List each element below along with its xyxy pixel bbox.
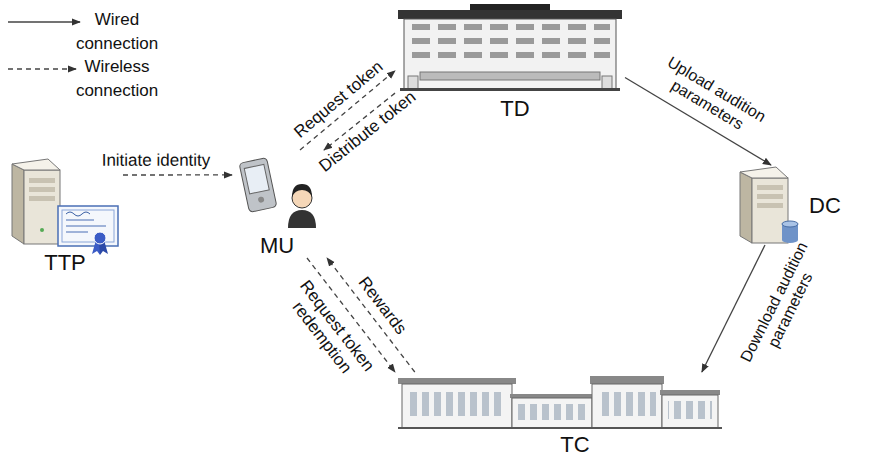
pda-body — [239, 158, 277, 213]
legend-text: Wireless connection — [62, 55, 172, 103]
certificate-lines — [66, 220, 106, 232]
person-hair — [292, 184, 312, 197]
wireless-sample — [8, 68, 76, 69]
roof-cap — [470, 4, 550, 10]
store-windows — [518, 404, 586, 420]
person-body — [288, 210, 316, 228]
server-side — [740, 172, 752, 243]
pda-screen — [244, 164, 269, 194]
node-label: TTP — [44, 250, 86, 275]
drive-bay — [29, 187, 55, 192]
ground-band — [420, 72, 600, 80]
drive-bay — [29, 178, 55, 183]
certificate-script — [66, 212, 90, 216]
server-icon — [740, 167, 798, 243]
store-windows — [408, 392, 506, 416]
pda-button — [258, 196, 265, 203]
store-block — [512, 398, 592, 428]
store-block — [592, 384, 662, 428]
node-label: TD — [500, 96, 529, 121]
entity-node: MU — [232, 150, 332, 258]
store-roof — [398, 378, 516, 384]
door — [408, 76, 418, 89]
facade — [404, 19, 616, 89]
store-windows — [598, 392, 656, 416]
door — [602, 76, 612, 89]
edge-label: Upload audition parameters — [643, 46, 781, 148]
entity-node: TC — [395, 372, 725, 456]
store-roof — [510, 394, 594, 398]
database-top — [782, 221, 798, 227]
server-icon — [12, 159, 60, 244]
certificate-seal — [94, 232, 106, 244]
base — [400, 88, 620, 91]
node-label: DC — [809, 193, 841, 218]
store-roof — [590, 376, 664, 384]
server-top — [12, 159, 60, 170]
building-icon — [398, 4, 622, 91]
wired-sample — [8, 21, 80, 22]
power-light — [40, 228, 44, 232]
server-top — [740, 167, 788, 178]
store-block — [402, 384, 512, 428]
store-windows — [668, 401, 712, 419]
store-block — [662, 395, 718, 428]
pda-icon — [239, 158, 277, 213]
windows — [410, 24, 610, 66]
drive-bay — [757, 185, 783, 190]
server-side — [12, 164, 24, 244]
edge-label: Rewards — [354, 274, 410, 339]
person-icon — [288, 184, 316, 228]
server-front — [24, 170, 60, 244]
store-icon — [398, 376, 722, 429]
edge-label: Initiate identity — [101, 152, 210, 171]
edge-label: Download audition parameters — [732, 228, 832, 382]
roof — [398, 10, 622, 19]
entity-node: TD — [395, 8, 625, 120]
store-ground — [398, 427, 722, 429]
wireless-connector — [123, 174, 232, 175]
certificate-sheet — [58, 206, 118, 246]
node-label: MU — [260, 233, 294, 258]
legend-text: Wired connection — [62, 8, 172, 56]
drive-bay — [757, 203, 783, 208]
drive-bay — [29, 196, 55, 201]
store-roof — [660, 390, 720, 395]
certificate-icon — [58, 206, 118, 255]
entity-node: DC — [735, 165, 855, 245]
drive-bay — [757, 194, 783, 199]
node-label: TC — [560, 432, 589, 457]
